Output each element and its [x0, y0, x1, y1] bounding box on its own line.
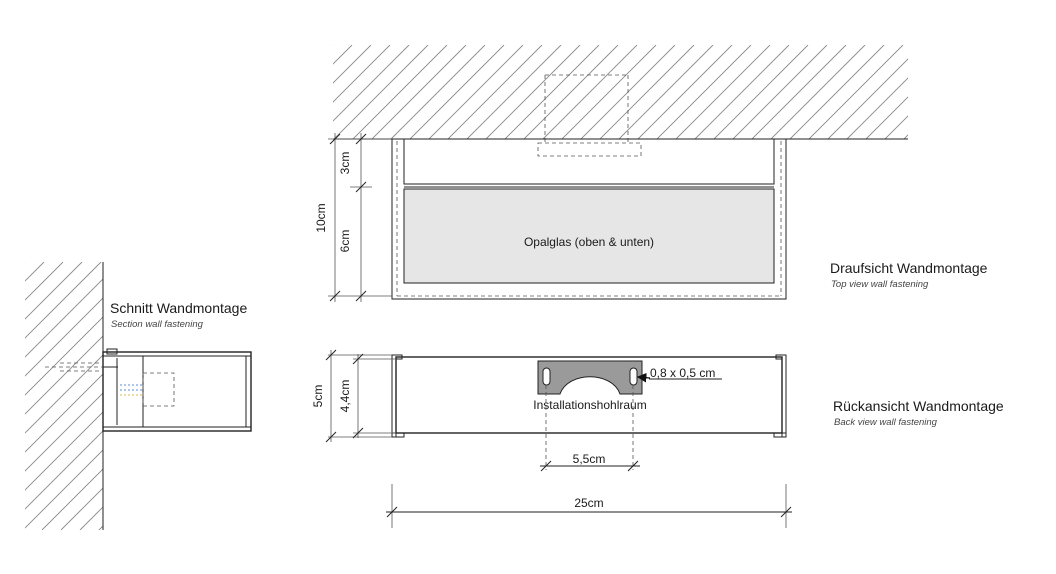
hatch-line [770, 45, 866, 139]
hatch-line [694, 45, 790, 139]
screw-anchor [45, 362, 118, 372]
hatch-line [865, 96, 908, 139]
back-dimension-lines [325, 349, 396, 443]
hatch-line [25, 354, 103, 434]
hatch-line [25, 262, 102, 339]
top-view-body [391, 138, 787, 300]
hatch-line [333, 45, 334, 46]
hatch-line [447, 45, 543, 139]
hatch-line [25, 262, 83, 320]
section-body [102, 348, 252, 432]
hatch-line [827, 58, 908, 139]
dim-top-lower: 6cm [338, 230, 352, 253]
hatch-line [542, 45, 638, 139]
hatch-line [25, 392, 103, 472]
hatch-line [713, 45, 809, 139]
hatch-line [409, 45, 505, 139]
hatch-line [41, 468, 103, 530]
hatch-line [618, 45, 714, 139]
back-view-title: Rückansicht Wandmontage [833, 398, 1004, 414]
hatch-line [25, 373, 103, 453]
dim-back-total: 5cm [311, 385, 325, 408]
wall-box-dashed [537, 74, 642, 157]
hatch-line [25, 278, 103, 358]
wiring-lines [120, 384, 142, 396]
hatch-line [675, 45, 771, 139]
hatch-line [25, 297, 103, 377]
hatch-line [25, 262, 45, 282]
mounting-slot-right [629, 367, 638, 386]
hatch-line [25, 262, 26, 263]
hatch-line [561, 45, 657, 139]
hatch-line [371, 45, 467, 139]
hatch-line [789, 45, 885, 139]
hatch-line [751, 45, 847, 139]
dim-back-inner: 4,4cm [338, 380, 352, 413]
hatch-line [732, 45, 828, 139]
slot-size-arrow [636, 372, 651, 383]
hatch-line [25, 262, 64, 301]
hatch-line [466, 45, 562, 139]
cavity-label: Installationshohlraum [533, 398, 646, 412]
opal-glass-label: Opalglas (oben & unten) [524, 235, 654, 249]
mounting-bracket [537, 360, 643, 395]
mounting-slot-left [542, 367, 551, 386]
section-view-title: Schnitt Wandmontage [110, 300, 247, 316]
hatch-line [808, 45, 904, 139]
hatch-line [352, 45, 448, 139]
slot-spacing-dimension [540, 385, 640, 472]
hatch-line [25, 411, 103, 491]
opal-glass-panel [403, 188, 775, 284]
overall-width-dimension [386, 484, 792, 528]
top-dimension-lines [328, 133, 392, 302]
top-view-subtitle: Top view wall fastening [831, 279, 929, 290]
hatch-line [333, 45, 372, 84]
hatch-line [333, 45, 353, 65]
hatch-line [637, 45, 733, 139]
hatch-line [333, 45, 429, 139]
hatch-line [390, 45, 486, 139]
hatch-line [428, 45, 524, 139]
top-view-title: Draufsicht Wandmontage [830, 260, 988, 276]
hatch-line [846, 77, 908, 139]
hatch-line [599, 45, 695, 139]
hatch-line [923, 45, 1017, 139]
hatch-line [903, 134, 908, 139]
hatch-line [523, 45, 619, 139]
hatch-line [504, 45, 600, 139]
dim-top-total: 10cm [314, 203, 328, 232]
section-view-subtitle: Section wall fastening [111, 319, 204, 330]
dim-overall-width: 25cm [574, 496, 603, 510]
side-wall-hatch [25, 262, 103, 530]
hatch-line [656, 45, 752, 139]
hatch-line [884, 115, 908, 139]
hatch-line [333, 45, 391, 103]
back-view-subtitle: Back view wall fastening [834, 417, 938, 428]
top-wall-hatch [333, 45, 1017, 139]
dim-top-upper: 3cm [338, 152, 352, 175]
dim-slot-spacing: 5,5cm [573, 452, 606, 466]
hatch-line [25, 335, 103, 415]
hatch-line [333, 45, 410, 122]
slot-size-label: 0,8 x 0,5 cm [650, 366, 715, 380]
hatch-line [485, 45, 581, 139]
hatch-line [25, 449, 103, 529]
hatch-line [25, 430, 103, 510]
